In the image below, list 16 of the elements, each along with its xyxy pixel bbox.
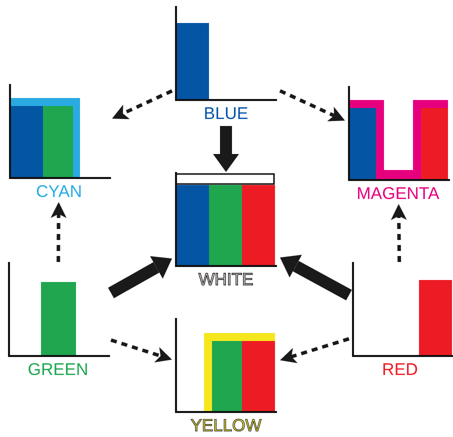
arrow bbox=[108, 256, 172, 298]
arrow bbox=[390, 204, 407, 262]
color-label: WHITE bbox=[198, 271, 254, 289]
color-label: RED bbox=[382, 361, 418, 379]
arrow bbox=[279, 89, 345, 122]
arrow bbox=[280, 337, 350, 364]
arrow bbox=[112, 89, 173, 120]
color-label: CYAN bbox=[36, 183, 82, 201]
color-label: GREEN bbox=[28, 361, 88, 379]
color-label: YELLOW bbox=[190, 417, 262, 435]
color-label: BLUE bbox=[204, 105, 248, 123]
arrow bbox=[213, 126, 239, 172]
color-label: MAGENTA bbox=[356, 185, 440, 203]
arrow bbox=[280, 254, 352, 300]
arrow bbox=[110, 338, 172, 362]
arrow bbox=[50, 202, 67, 262]
